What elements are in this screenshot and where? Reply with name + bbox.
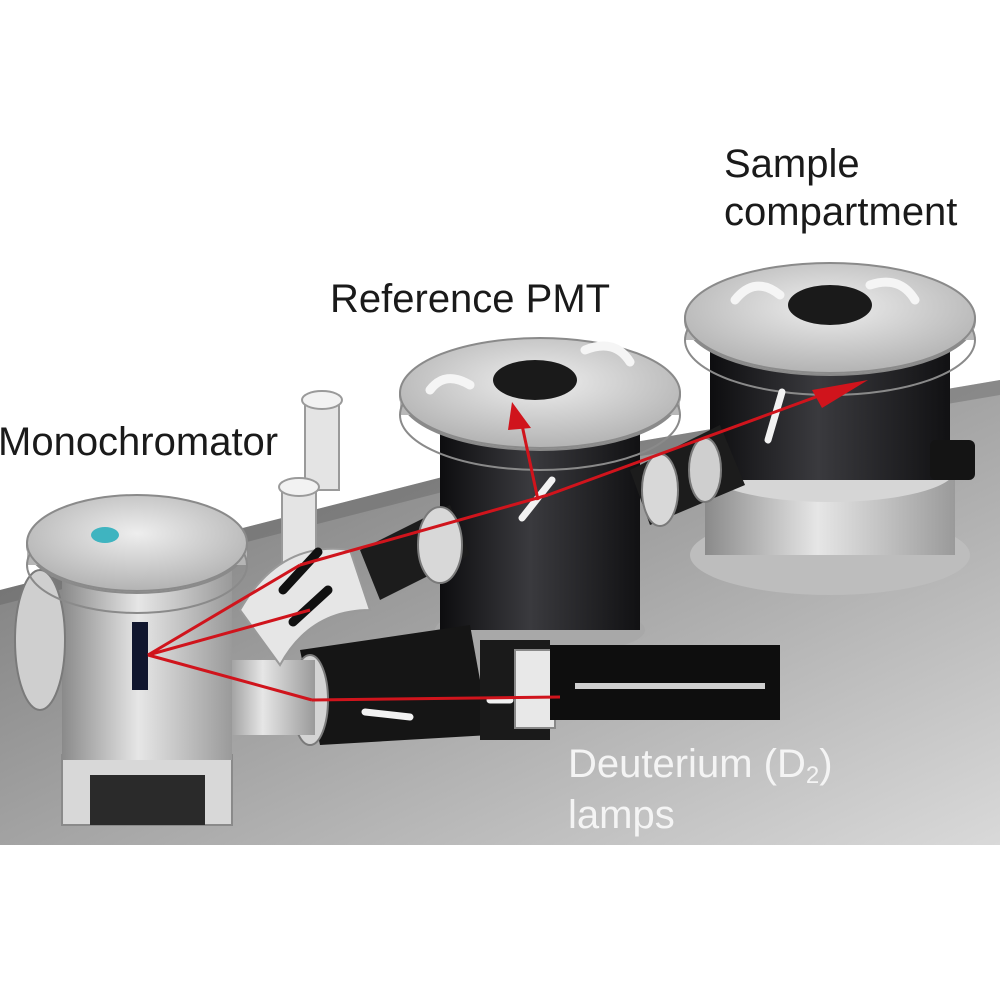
deuterium-label-line1: Deuterium (D2) — [568, 740, 833, 791]
deuterium-closing: ) — [819, 742, 832, 786]
deuterium-lamps-label: Deuterium (D2) lamps — [568, 740, 833, 839]
monochromator-label: Monochromator — [0, 418, 278, 466]
sample-label-line1: Sample — [724, 140, 957, 188]
reference-pmt-label: Reference PMT — [330, 275, 610, 323]
deuterium-subscript: 2 — [806, 762, 819, 789]
sample-compartment-label: Sample compartment — [724, 140, 957, 236]
lamps-text: lamps — [568, 791, 833, 839]
sample-label-line2: compartment — [724, 188, 957, 236]
deuterium-text: Deuterium (D — [568, 742, 806, 786]
